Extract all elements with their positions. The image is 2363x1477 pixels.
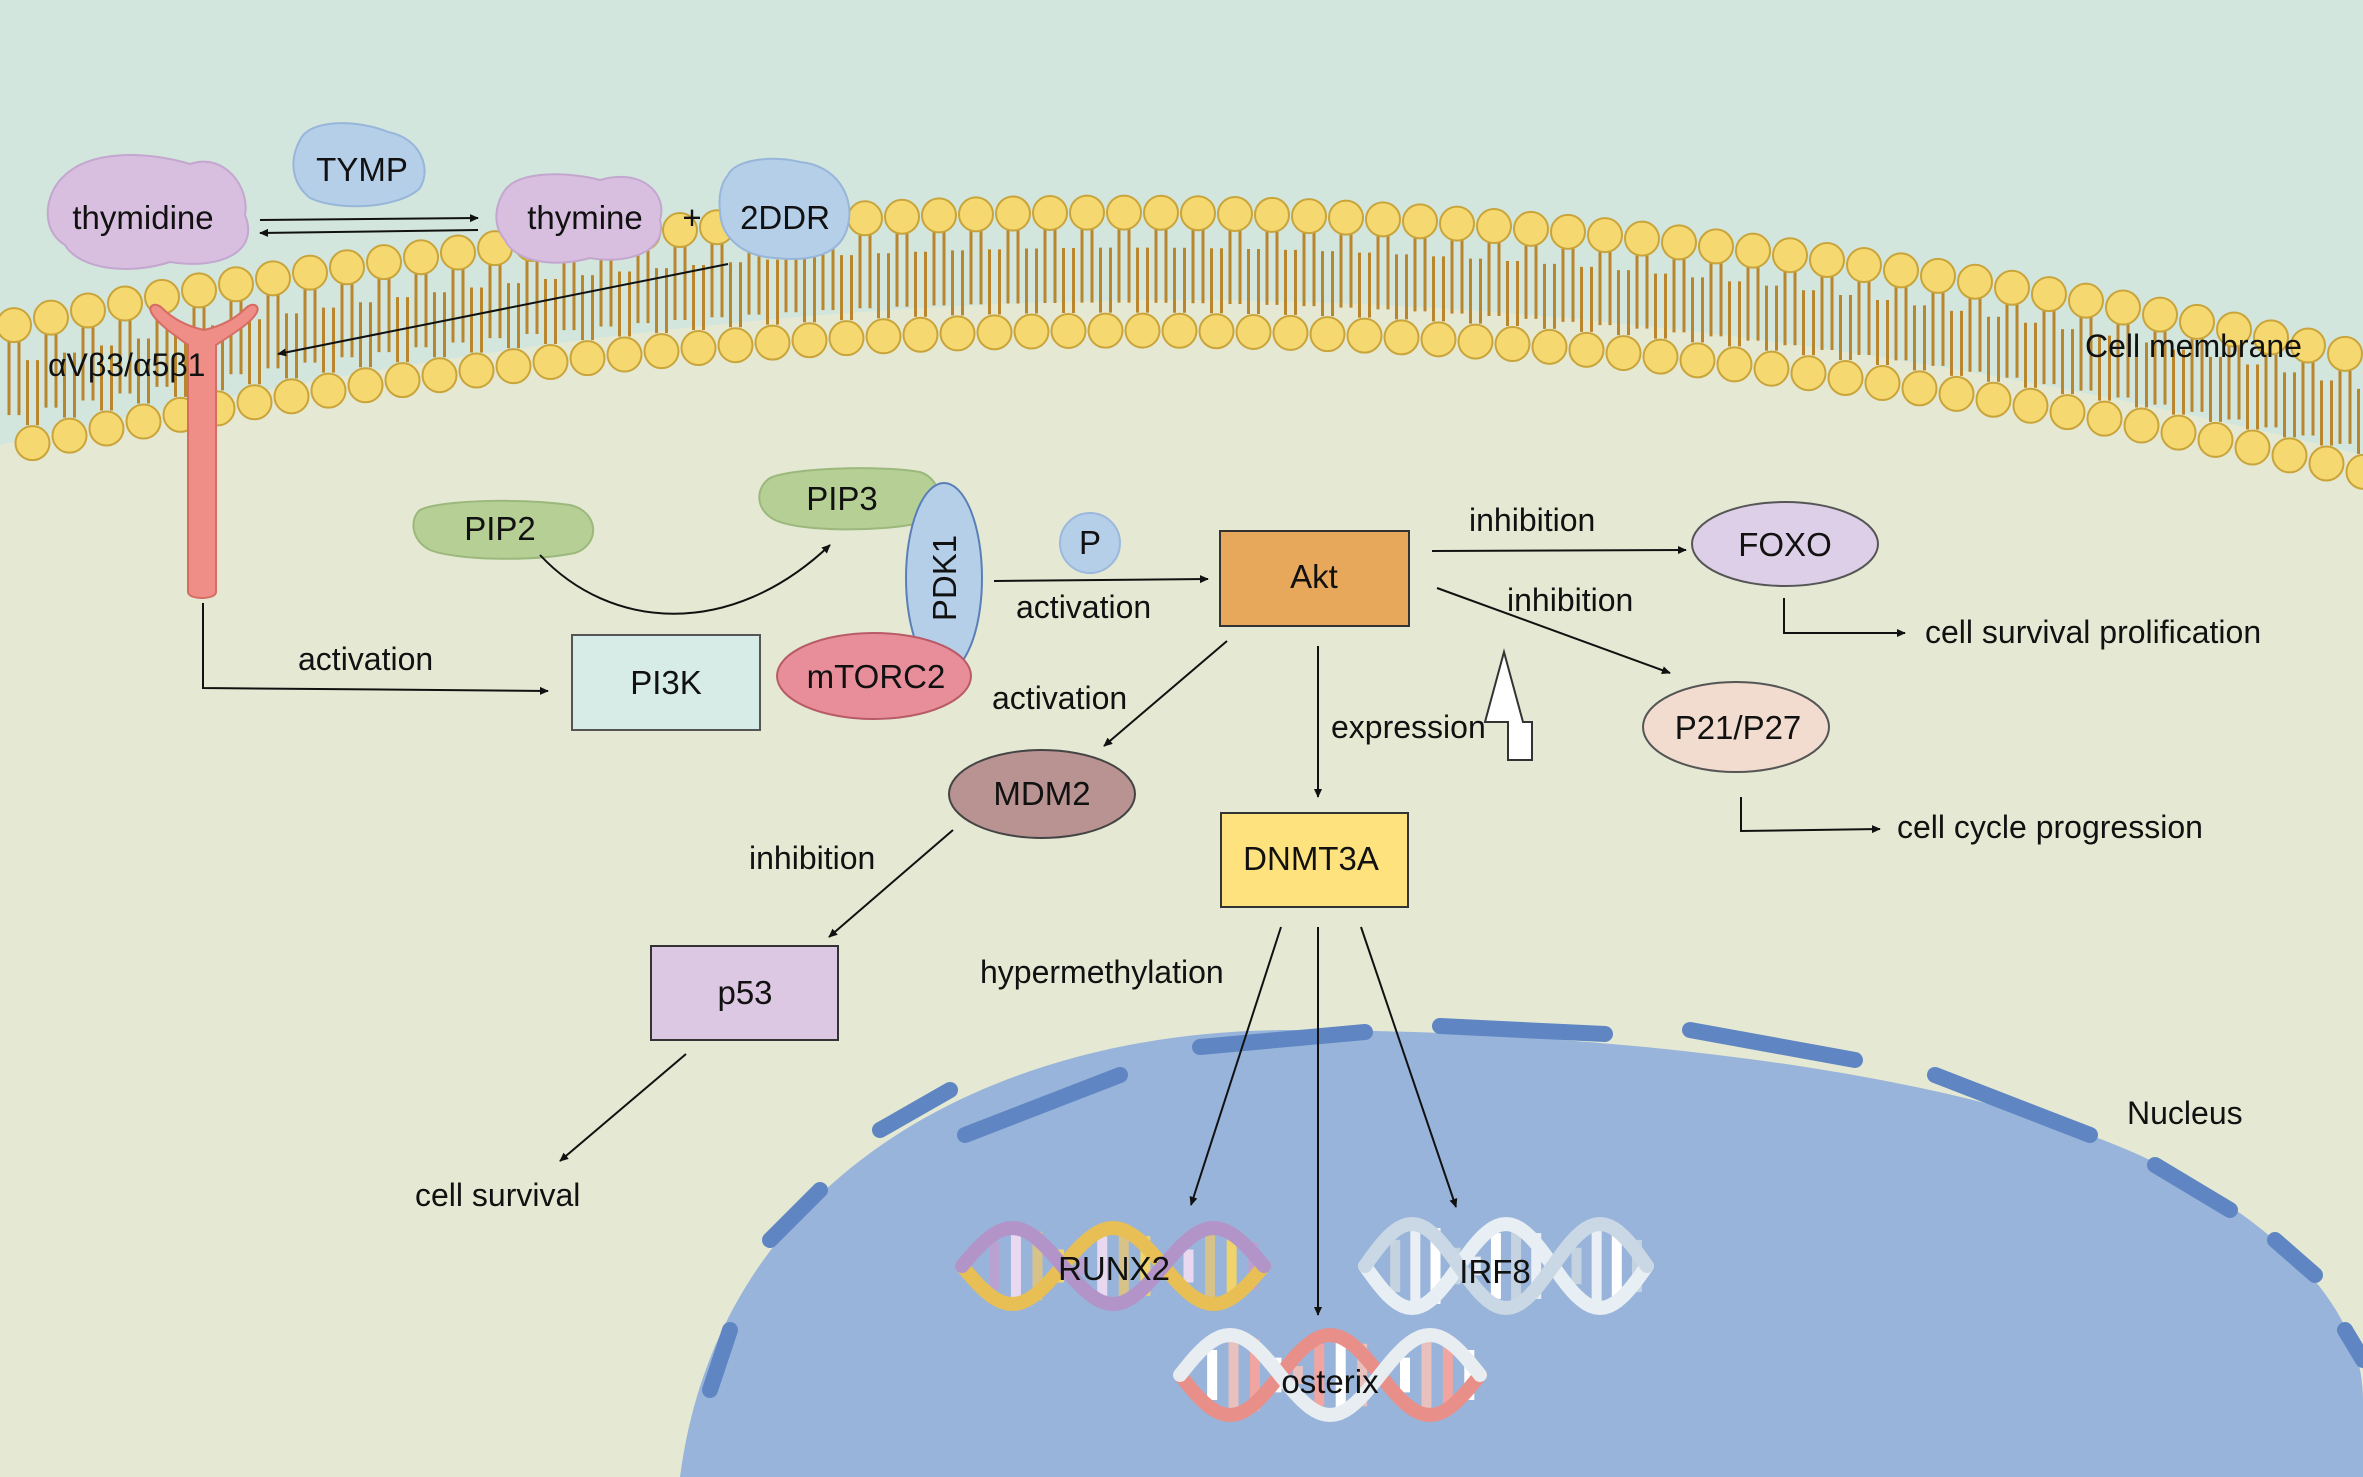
p21-p27-label: P21/P27: [1675, 709, 1802, 746]
mdm2-p53-edge-label: inhibition: [749, 840, 875, 876]
pip2-blob: [412, 499, 595, 560]
tymp-label: TYMP: [316, 151, 408, 188]
2ddr-blob: [718, 157, 851, 260]
irf8-dna-helix: [1358, 1216, 1654, 1316]
foxo-shape: [1691, 501, 1879, 587]
dnmt3a-genes-edge-label: hypermethylation: [980, 954, 1224, 990]
2ddr-to-integrin-arrow: [277, 263, 729, 357]
akt-box: [1219, 530, 1410, 627]
p21-p27-shape: [1642, 681, 1830, 773]
akt-label: Akt: [1290, 558, 1338, 595]
pi3k-box: [571, 634, 761, 731]
dnmt3a-box: [1220, 812, 1409, 908]
forward-arrow: [259, 214, 479, 223]
osterix-dna-helix: [1173, 1327, 1487, 1423]
nucleus-label: Nucleus: [2127, 1095, 2243, 1131]
runx2-dna-helix: [955, 1220, 1271, 1312]
foxo-label: FOXO: [1738, 526, 1832, 563]
thymine-blob: [495, 173, 663, 264]
integrin-pi3k-edge-label: activation: [298, 641, 433, 677]
2ddr-label: 2DDR: [740, 199, 830, 236]
feedback-up-arrow: [1483, 648, 1533, 761]
dnmt3a-to-irf8-arrow: [1360, 926, 1458, 1208]
mdm2-label: MDM2: [993, 775, 1090, 812]
runx2-label: RUNX2: [1058, 1250, 1170, 1287]
mdm2-shape: [948, 749, 1136, 839]
p53-label: p53: [717, 974, 772, 1011]
pi3k-label: PI3K: [630, 664, 702, 701]
pdk1-to-akt-arrow: [993, 575, 1209, 584]
pip2-to-pip3-arrow: [539, 544, 831, 615]
phosphate-label: P: [1079, 524, 1101, 561]
pdk1-akt-edge-label: activation: [1016, 589, 1151, 625]
foxo-outcome-label: cell survival prolification: [1925, 614, 2261, 650]
integrin-receptor: [149, 303, 259, 599]
mtorc2-shape: [776, 632, 972, 720]
cell-membrane-label: Cell membrane: [2085, 328, 2302, 364]
dnmt3a-to-runx2-arrow: [1189, 926, 1282, 1206]
tymp-blob: [292, 122, 426, 208]
akt-to-mdm2-arrow: [1103, 640, 1228, 747]
osterix-label: osterix: [1281, 1363, 1379, 1400]
akt-to-p21-arrow: [1436, 587, 1671, 675]
akt-to-foxo-arrow: [1431, 545, 1687, 555]
foxo-outcome-arrow: [1783, 598, 1906, 638]
pdk1-label: PDK1: [926, 535, 963, 621]
p53-outcome-label: cell survival: [415, 1177, 580, 1213]
pip2-label: PIP2: [464, 510, 536, 547]
p21-outcome-arrow: [1740, 797, 1881, 834]
akt-mdm2-edge-label: activation: [992, 680, 1127, 716]
thymine-label: thymine: [527, 199, 643, 236]
nuclear-envelope: [702, 1018, 2363, 1398]
cell-membrane-bilayer: [0, 194, 2363, 490]
mdm2-to-p53-arrow: [828, 829, 954, 938]
nucleus: [680, 1030, 2363, 1477]
reverse-arrow: [259, 228, 479, 237]
integrin-label: αVβ3/α5β1: [48, 347, 205, 383]
akt-p21-edge-label: inhibition: [1507, 582, 1633, 618]
integrin-to-pi3k-arrow: [202, 603, 549, 695]
plus-sign: +: [682, 199, 701, 236]
p21-outcome-label: cell cycle progression: [1897, 809, 2203, 845]
pip3-label: PIP3: [806, 480, 878, 517]
p53-box: [650, 945, 839, 1041]
p53-outcome-arrow: [559, 1053, 687, 1162]
irf8-label: IRF8: [1459, 1253, 1531, 1290]
akt-dnmt3a-edge-label: expression: [1331, 709, 1486, 745]
thymidine-blob: [46, 154, 250, 270]
phosphate-circle: [1059, 512, 1121, 574]
thymidine-label: thymidine: [72, 199, 213, 236]
mtorc2-label: mTORC2: [807, 658, 946, 695]
dnmt3a-label: DNMT3A: [1243, 840, 1379, 877]
akt-foxo-edge-label: inhibition: [1469, 502, 1595, 538]
